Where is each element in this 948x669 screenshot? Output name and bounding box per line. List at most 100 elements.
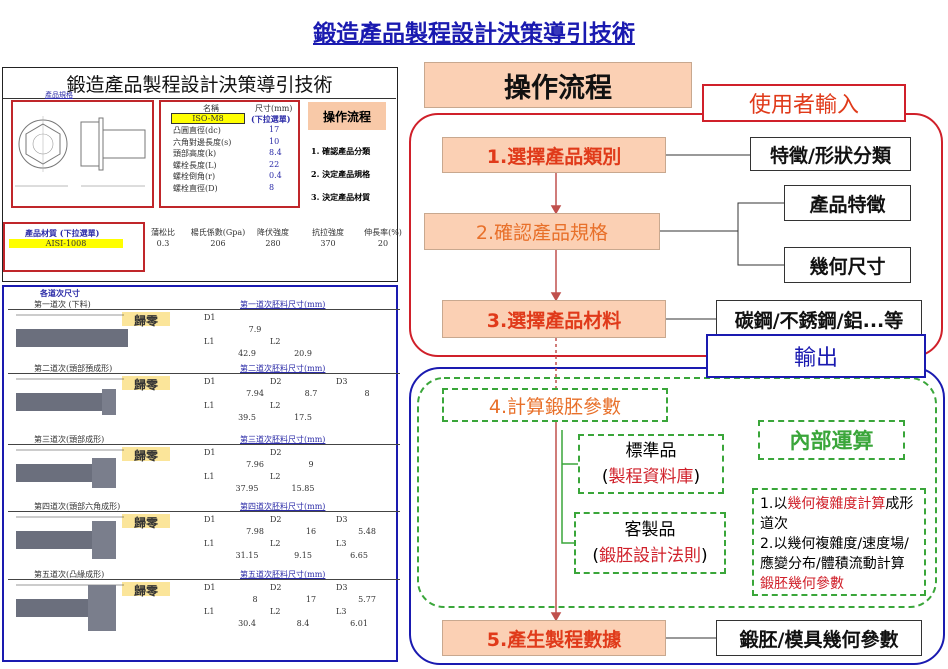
spec-label: 螺栓長度(L)	[173, 160, 217, 170]
dim-value: 7.94	[246, 389, 264, 398]
step-2-output-feature: 產品特徵	[784, 185, 911, 221]
billet-drawing	[16, 314, 128, 347]
material-prop-label: 降伏強度	[257, 228, 289, 237]
flow-button[interactable]: 操作流程	[308, 102, 386, 130]
spec-label: 螺栓倒角(r)	[173, 172, 216, 181]
reset-button[interactable]: 歸零	[122, 447, 170, 463]
dim-value: 20.9	[294, 349, 312, 358]
dim-label: L1	[204, 401, 215, 410]
page-title: 鍛造產品製程設計決策導引技術	[313, 20, 635, 47]
pass-dims-title: 第二道次胚料尺寸(mm)	[240, 364, 326, 373]
spec-value: 10	[269, 136, 280, 146]
custom-source: 鍛胚設計法則	[599, 546, 701, 566]
flow-step: 2. 決定產品規格	[311, 169, 371, 179]
spec-value: 8	[269, 182, 275, 192]
spec-label: 凸圓直徑(dc)	[173, 126, 221, 135]
dim-value: 8	[252, 595, 258, 604]
material-prop-label: 蒲松比	[151, 228, 175, 237]
spec-value: 22	[269, 159, 280, 169]
pass-dims-title: 第三道次胚料尺寸(mm)	[240, 435, 326, 444]
pass-dims-title: 第四道次胚料尺寸(mm)	[240, 502, 326, 511]
dim-label: L2	[270, 337, 281, 346]
dim-label: L2	[270, 472, 281, 481]
note-highlight: 鍛胚幾何參數	[760, 576, 844, 592]
billet-drawing	[16, 449, 124, 488]
dim-label: D1	[204, 377, 216, 386]
note-highlight: 幾何複雜度計算	[787, 496, 886, 512]
material-prop-label: 伸長率(%)	[364, 228, 402, 237]
reset-button[interactable]: 歸零	[122, 514, 170, 530]
reset-button[interactable]: 歸零	[122, 312, 170, 328]
material-prop-value: 206	[210, 239, 226, 248]
pass-name: 第三道次(頭部成形)	[34, 435, 105, 444]
step-4-box: 4.計算鍛胚參數	[442, 388, 668, 422]
spec-header-size: 尺寸(mm)	[255, 104, 293, 113]
row-divider	[8, 309, 400, 310]
internal-group-frame	[417, 377, 937, 608]
spec-link[interactable]: 產品規格	[45, 91, 73, 99]
dim-value: 7.98	[246, 527, 264, 536]
row-divider	[8, 511, 400, 512]
dim-label: L3	[336, 539, 347, 548]
dim-value: 6.65	[350, 551, 368, 560]
step-5-output: 鍛胚/模具幾何參數	[716, 620, 922, 656]
dim-value: 9.15	[294, 551, 312, 560]
dim-value: 9	[308, 460, 314, 469]
custom-label: 客製品	[624, 520, 676, 540]
dim-label: D2	[270, 515, 282, 524]
reset-button[interactable]: 歸零	[122, 582, 170, 598]
material-prop-value: 280	[265, 239, 281, 248]
dim-label: L1	[204, 337, 215, 346]
flow-steps: 1. 確認產品分類 2. 決定產品規格 3. 決定產品材質	[311, 140, 370, 209]
dim-label: D3	[336, 583, 348, 592]
input-group-frame	[409, 113, 943, 357]
dim-value: 5.77	[358, 595, 376, 604]
dim-value: 5.48	[358, 527, 376, 536]
bolt-drawing	[15, 116, 146, 187]
step-3-output: 碳鋼/不銹鋼/鋁...等	[716, 300, 922, 338]
dim-label: L1	[204, 539, 215, 548]
dim-label: D3	[336, 515, 348, 524]
spec-select[interactable]: ISO-M8	[171, 113, 245, 124]
spec-header-name: 名稱	[203, 104, 219, 113]
calc-notes: 1.以幾何複雜度計算成形道次 2.以幾何複雜度/速度場/應變分布/體積流動計算鍛…	[752, 488, 926, 596]
dim-label: D1	[204, 448, 216, 457]
pass-dims-title: 第五道次胚料尺寸(mm)	[240, 570, 326, 579]
pass-name: 第五道次(凸緣成形)	[34, 570, 105, 579]
dim-label: D2	[270, 377, 282, 386]
step-1-output: 特徵/形狀分類	[750, 137, 911, 171]
dim-label: D2	[270, 448, 282, 457]
pass-name: 第二道次(頭部預成形)	[34, 364, 113, 373]
material-select[interactable]: AISI-1008	[9, 239, 123, 248]
row-divider	[8, 444, 400, 445]
step-3-button[interactable]: 3.選擇產品材料	[442, 300, 666, 338]
output-group-frame	[409, 367, 945, 665]
spec-panel: 鍛造產品製程設計決策導引技術 產品規格 名稱 尺寸(mm) ISO-M8 (下拉…	[2, 67, 402, 282]
reset-button[interactable]: 歸零	[122, 376, 170, 392]
dim-label: L2	[270, 607, 281, 616]
dim-value: 15.85	[291, 484, 315, 493]
standard-source: 製程資料庫	[608, 467, 694, 487]
dim-label: D1	[204, 313, 216, 322]
material-box: 產品材質 (下拉選單) AISI-1008	[3, 222, 145, 272]
material-prop-label: 抗拉強度	[312, 228, 344, 237]
spec-value: 0.4	[269, 171, 282, 180]
standard-label: 標準品	[625, 441, 677, 461]
dim-value: 31.15	[235, 551, 259, 560]
row-divider	[8, 373, 400, 374]
step-5-button[interactable]: 5.產生製程數據	[442, 620, 666, 656]
spec-value: 8.4	[269, 148, 282, 157]
dim-value: 42.9	[238, 349, 256, 358]
material-prop-value: 0.3	[156, 239, 170, 248]
spec-dropdown-label: (下拉選單)	[251, 114, 291, 124]
dim-label: L2	[270, 401, 281, 410]
bolt-drawing-box	[11, 100, 154, 208]
row-divider	[8, 579, 400, 580]
dim-label: D3	[336, 377, 348, 386]
dim-value: 8	[364, 389, 370, 398]
dim-label: D2	[270, 583, 282, 592]
step-1-button[interactable]: 1.選擇產品類別	[442, 137, 666, 173]
pass-name: 第四道次(頭部六角成形)	[34, 502, 121, 511]
step-2-button[interactable]: 2.確認產品規格	[424, 213, 660, 250]
